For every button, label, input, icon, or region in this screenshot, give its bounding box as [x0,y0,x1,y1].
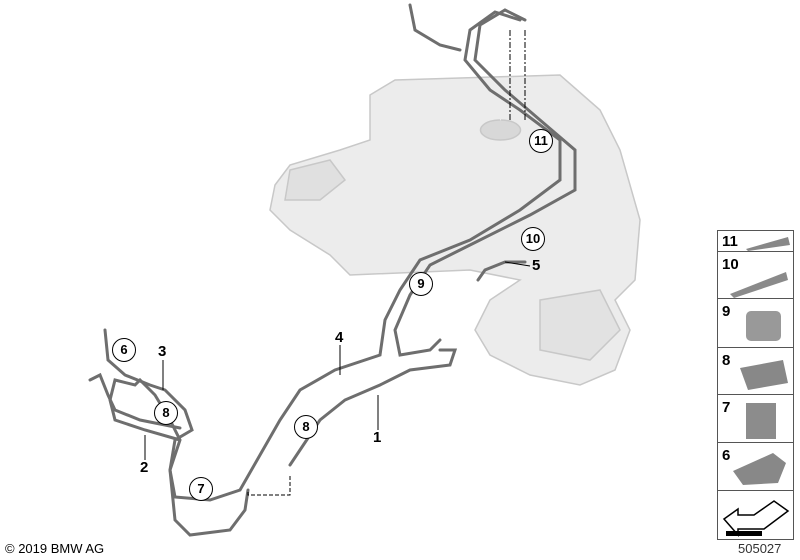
clip-icon [746,311,781,341]
part-box-6[interactable]: 6 [718,443,793,491]
copyright: © 2019 BMW AG [5,541,105,556]
callout-7: 7 [189,477,213,501]
part-label: 7 [722,399,731,416]
callout-8: 8 [294,415,318,439]
part-label: 9 [722,303,731,320]
clip-icon [746,237,790,251]
part-label: 10 [722,256,739,273]
clip-icon [740,360,788,390]
part-number-3: 3 [158,343,167,360]
leader-lines [144,30,531,496]
fuel-tank [269,74,641,386]
part-box-11[interactable]: 11 [718,231,793,252]
part-label: 6 [722,447,731,464]
part-box-7[interactable]: 7 [718,395,793,443]
fuel-pipes [88,3,577,537]
callout-8: 8 [154,401,178,425]
diagram-id: 505027 [738,541,782,556]
part-label: 11 [722,233,738,250]
part-box-9[interactable]: 9 [718,299,793,348]
callout-10: 10 [521,227,545,251]
part-number-2: 2 [140,459,149,476]
clip-icon [730,272,788,298]
part-box-10[interactable]: 10 [718,252,793,299]
callout-9: 9 [409,272,433,296]
navigation-arrow-button[interactable] [718,491,793,539]
clip-icon [746,403,776,439]
part-number-5: 5 [532,257,541,274]
arrow-down-left-icon [722,500,790,537]
part-label: 8 [722,352,731,369]
part-number-4: 4 [335,329,344,346]
part-number-1: 1 [373,429,382,446]
callout-6: 6 [112,338,136,362]
callout-11: 11 [529,129,553,153]
part-box-8[interactable]: 8 [718,348,793,395]
bracket-icon [733,453,786,485]
parts-column: 11 10 9 8 7 6 [717,230,794,540]
